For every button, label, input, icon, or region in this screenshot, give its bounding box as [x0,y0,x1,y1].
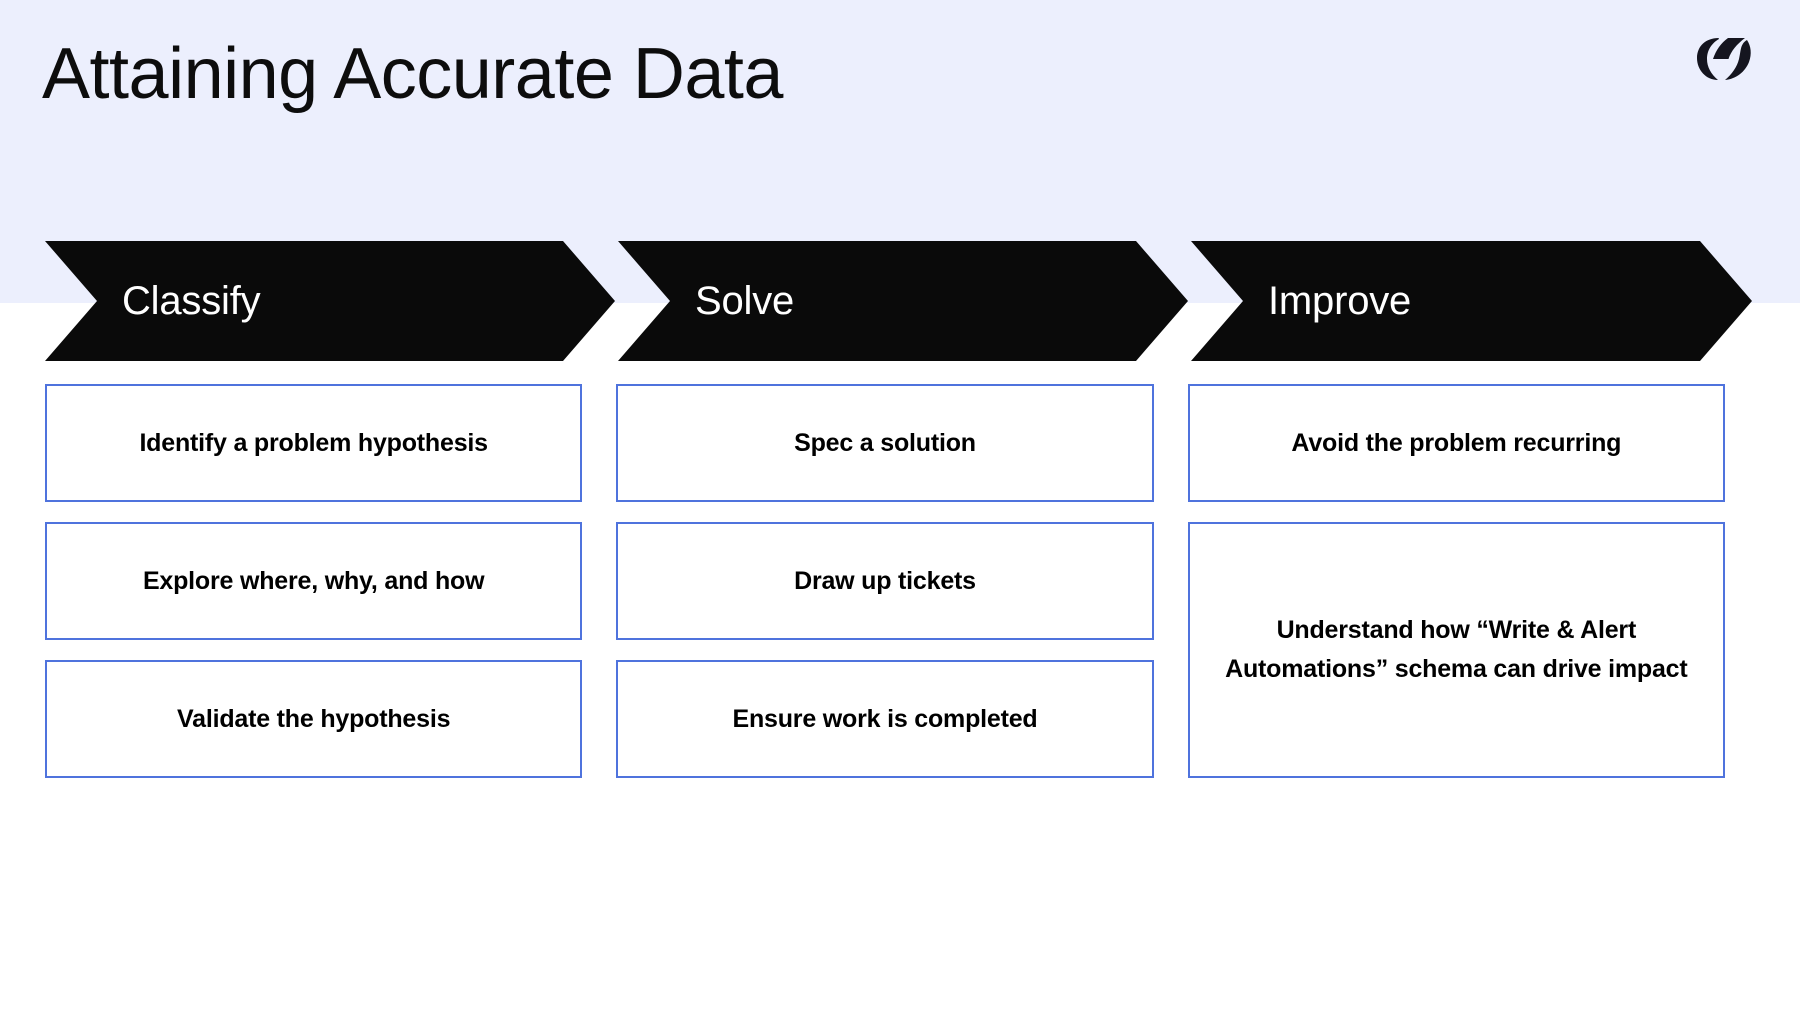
page-title: Attaining Accurate Data [42,34,783,114]
step-card[interactable]: Identify a problem hypothesis [45,384,583,502]
step-card[interactable]: Draw up tickets [616,522,1154,640]
stage-label: Improve [1268,279,1412,323]
column-improve: Avoid the problem recurring Understand h… [1187,384,1725,784]
step-card[interactable]: Spec a solution [616,384,1154,502]
stage-label: Solve [695,279,795,323]
step-card[interactable]: Validate the hypothesis [45,660,583,778]
stage-chevron-row: Classify Solve Improve [0,241,1800,361]
stage-chevron-solve[interactable]: Solve [618,241,1188,361]
step-card[interactable]: Understand how “Write & Alert Automation… [1187,522,1725,778]
stage-chevron-classify[interactable]: Classify [45,241,615,361]
step-card[interactable]: Avoid the problem recurring [1187,384,1725,502]
step-card[interactable]: Explore where, why, and how [45,522,583,640]
column-solve: Spec a solution Draw up tickets Ensure w… [616,384,1154,784]
step-card-columns: Identify a problem hypothesis Explore wh… [45,384,1725,784]
double-crescent-logo-icon [1695,34,1753,84]
step-card[interactable]: Ensure work is completed [616,660,1154,778]
column-classify: Identify a problem hypothesis Explore wh… [45,384,583,784]
stage-chevron-improve[interactable]: Improve [1191,241,1752,361]
stage-label: Classify [122,279,261,323]
